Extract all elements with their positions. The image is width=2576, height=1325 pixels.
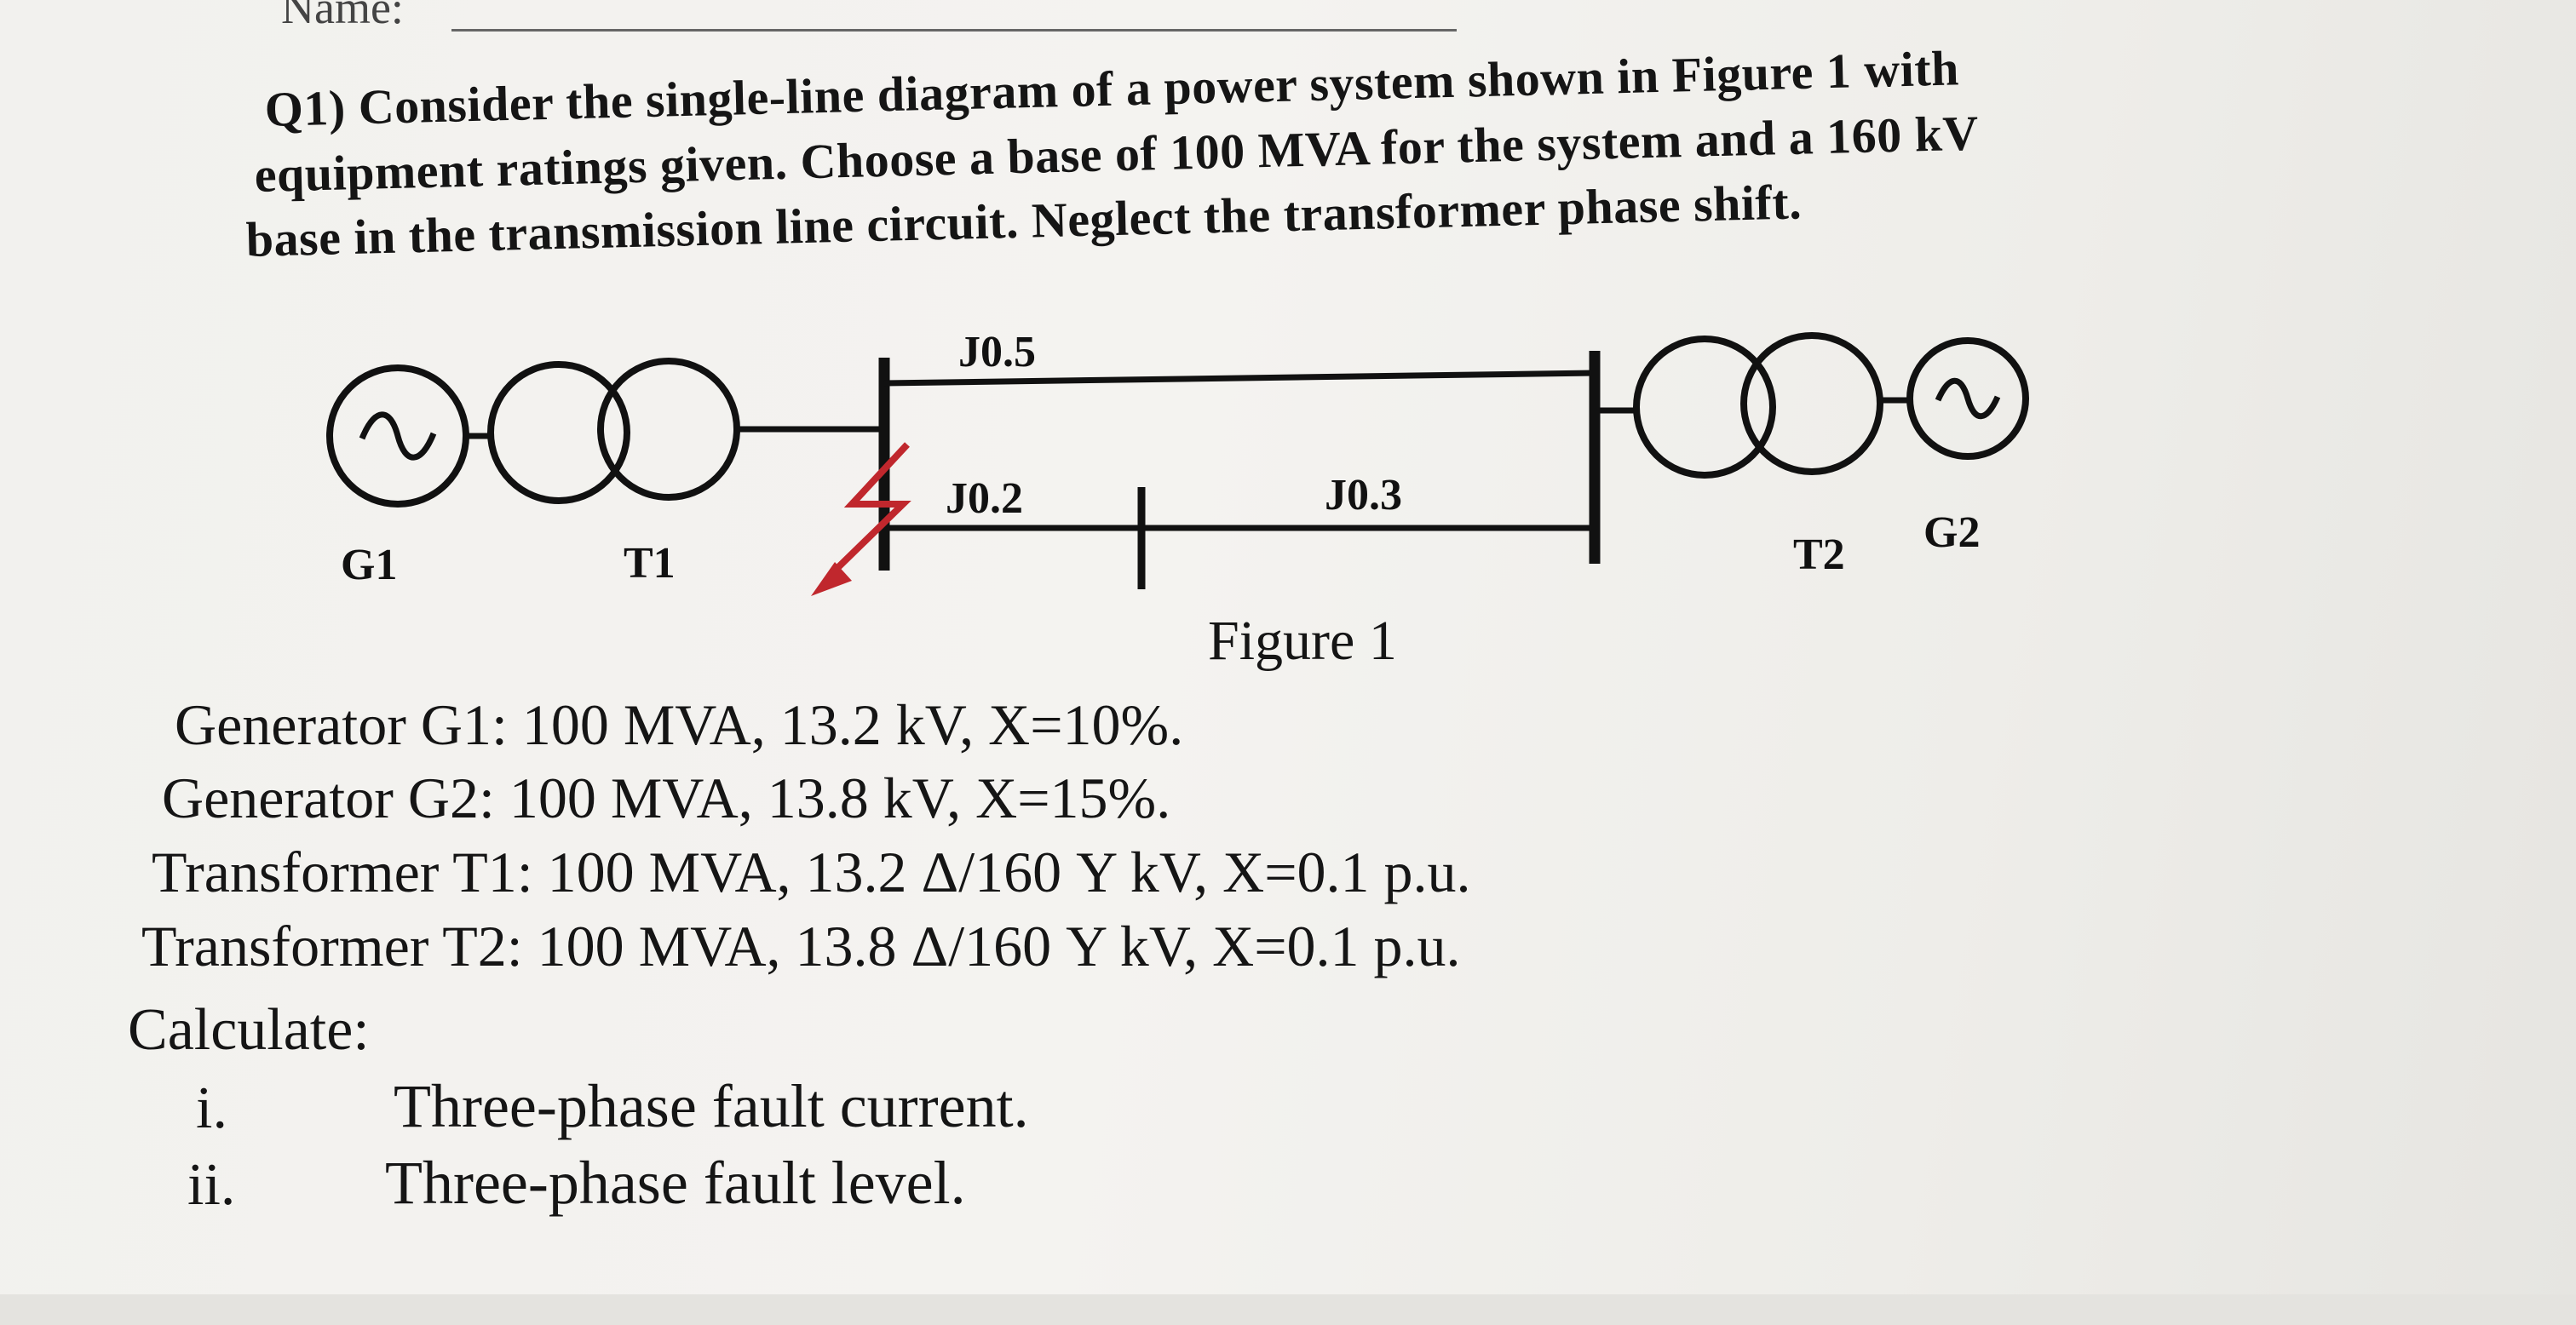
line-top-j05 <box>883 370 1596 387</box>
label-j03: J0.3 <box>1325 471 1402 519</box>
spec-generator-g2: Generator G2: 100 MVA, 13.8 kV, X=15%. <box>162 766 1171 830</box>
name-field: Name: <box>281 0 1457 34</box>
item-1-number: i. <box>196 1075 227 1141</box>
label-g1: G1 <box>341 541 397 589</box>
label-j05: J0.5 <box>958 328 1036 376</box>
label-t1: T1 <box>624 539 676 588</box>
item-2-number: ii. <box>187 1152 236 1218</box>
generator-g1-symbol <box>326 364 469 508</box>
label-g2: G2 <box>1923 508 1980 557</box>
spec-transformer-t1: Transformer T1: 100 MVA, 13.2 Δ/160 Y kV… <box>152 840 1471 904</box>
fault-arrow-icon <box>811 442 911 596</box>
single-line-diagram: J0.5 J0.2 J0.3 G1 T1 T2 G2 <box>326 328 2029 596</box>
calculate-heading: Calculate: <box>128 997 370 1063</box>
spec-transformer-t2: Transformer T2: 100 MVA, 13.8 Δ/160 Y kV… <box>141 914 1461 978</box>
page-bottom-edge <box>0 1294 2576 1325</box>
spec-generator-g1: Generator G1: 100 MVA, 13.2 kV, X=10%. <box>175 692 1184 757</box>
generator-g2-symbol <box>1906 337 2029 460</box>
item-2-text: Three-phase fault level. <box>385 1149 966 1217</box>
name-underline <box>451 29 1457 32</box>
transformer-t1-symbol <box>487 358 740 504</box>
figure-caption: Figure 1 <box>1208 610 1397 672</box>
item-1-text: Three-phase fault current. <box>394 1072 1029 1140</box>
label-t2: T2 <box>1793 531 1845 579</box>
transformer-t2-symbol <box>1633 332 1883 479</box>
name-label: Name: <box>281 0 404 33</box>
label-j02: J0.2 <box>946 474 1023 523</box>
